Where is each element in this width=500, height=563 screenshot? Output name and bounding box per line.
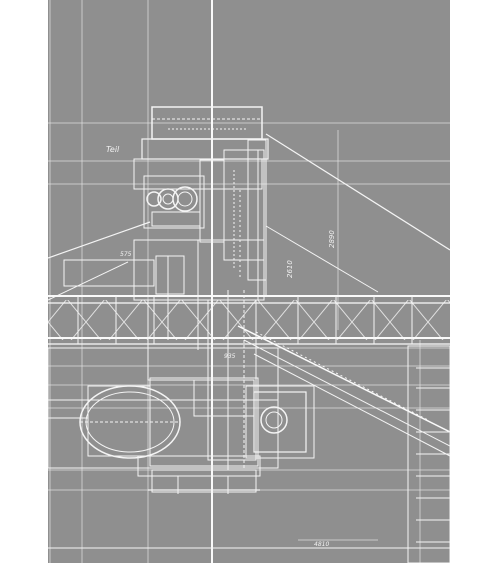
guy-cables: [48, 133, 450, 301]
note-bottom-right: 4810: [314, 541, 329, 548]
note-small-left: 575: [120, 251, 132, 258]
paper-background: [48, 0, 450, 563]
right-plate-stack: [407, 345, 450, 563]
inclined-conveyor: [237, 325, 450, 457]
central-column: [147, 290, 257, 470]
note-dimension-2610: 2610: [286, 260, 294, 278]
blueprint-sheet: Teil 2610 2890 575 935 4810: [48, 0, 450, 563]
motor-housing: [245, 385, 315, 459]
note-small-center: 935: [224, 353, 236, 360]
note-dimension-2890: 2890: [328, 230, 336, 248]
gear-wheels: [146, 170, 241, 280]
machine-head: [133, 106, 269, 300]
note-top-left: Teil: [106, 145, 120, 154]
cable-drum: [79, 385, 181, 459]
blueprint-drawing: Teil 2610 2890 575 935 4810: [48, 0, 450, 563]
construction-lines: [48, 0, 450, 563]
truss-beam: [48, 295, 450, 345]
